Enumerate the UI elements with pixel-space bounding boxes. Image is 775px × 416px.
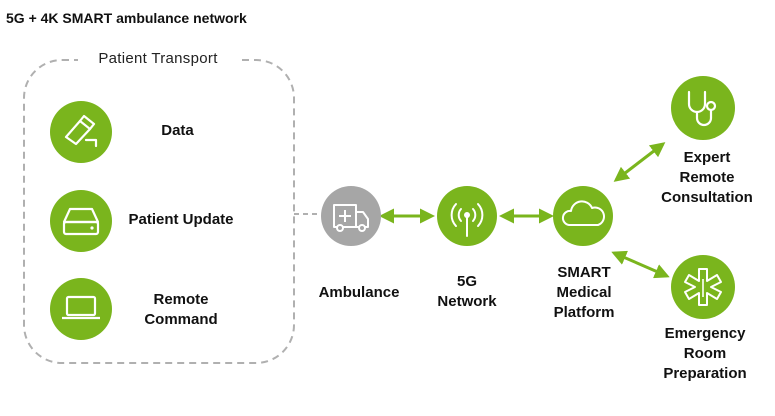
medical-star-icon	[671, 255, 735, 319]
network-label-line1: 5G	[456, 273, 477, 290]
arrow-platform-er	[611, 250, 670, 279]
cloud-icon	[553, 186, 613, 246]
er-label: Emergency Room Preparation	[646, 324, 764, 384]
er-label-line1: Emergency	[664, 325, 746, 342]
ambulance-label: Ambulance	[318, 284, 400, 301]
expert-label-line2: Remote	[679, 169, 735, 186]
stethoscope-icon	[671, 76, 735, 140]
drive-icon	[50, 190, 112, 252]
er-label-line3: Preparation	[663, 365, 747, 382]
platform-label-line1: SMART	[557, 264, 611, 281]
patient-update-label: Patient Update	[128, 211, 234, 228]
platform-label-line3: Platform	[553, 304, 615, 321]
expert-label-line3: Consultation	[661, 189, 753, 206]
platform-label-line2: Medical	[556, 284, 612, 301]
er-label-line2: Room	[683, 345, 727, 362]
arrow-platform-expert	[613, 142, 666, 182]
diagram-title: 5G + 4K SMART ambulance network	[6, 10, 247, 26]
antenna-icon	[437, 186, 497, 246]
patient-transport-label: Patient Transport	[78, 50, 238, 67]
laptop-icon	[50, 278, 112, 340]
network-label-line2: Network	[437, 293, 497, 310]
expert-label: Expert Remote Consultation	[648, 148, 766, 208]
ambulance-icon	[321, 186, 381, 246]
expert-label-line1: Expert	[683, 149, 731, 166]
pen-icon	[50, 101, 112, 163]
platform-label: SMART Medical Platform	[543, 263, 625, 323]
data-label: Data	[161, 122, 194, 139]
network-label: 5G Network	[426, 272, 508, 312]
